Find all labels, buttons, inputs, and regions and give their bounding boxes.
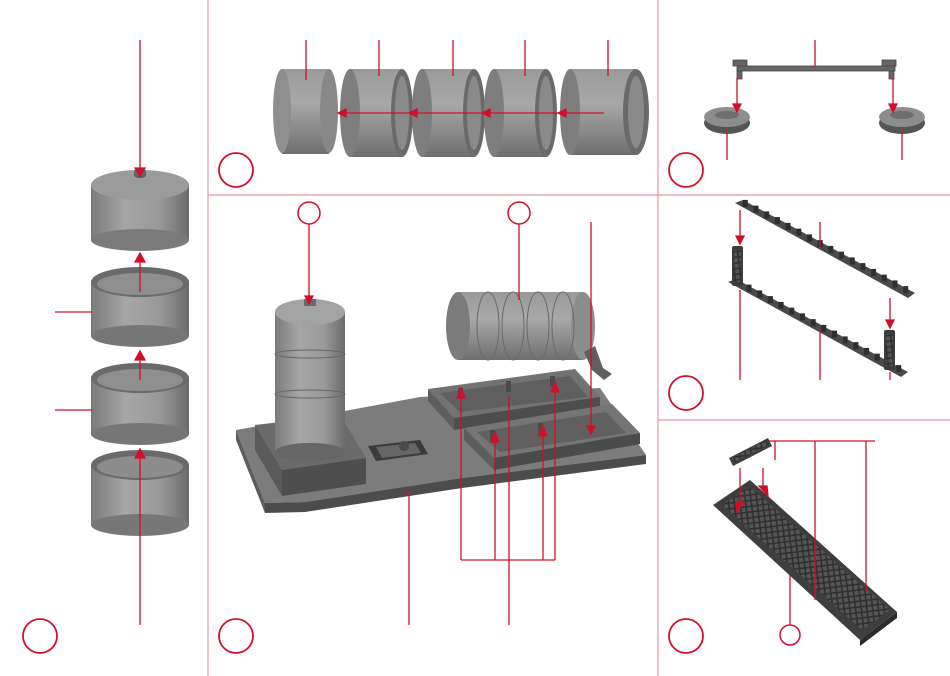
- step-circle-horizontal-tank-callout: [508, 202, 530, 224]
- rail-tooth: [754, 206, 759, 213]
- step-circle-tank-stack: [23, 619, 57, 653]
- step-circle-ring-row: [219, 153, 253, 187]
- rail-tooth: [828, 246, 833, 253]
- rail-tooth: [893, 280, 898, 287]
- rail-upper: [735, 200, 915, 298]
- rail-tooth: [871, 269, 876, 276]
- post-left: [732, 246, 743, 286]
- ring-1: [273, 69, 338, 154]
- rail-tooth: [850, 257, 855, 264]
- step-circle-walkway-callout: [780, 625, 800, 645]
- tank-cap: [91, 170, 189, 251]
- rail-tooth: [853, 342, 858, 349]
- horizontal-tank: [446, 292, 595, 360]
- rail-tooth: [860, 263, 865, 270]
- rail-tooth: [743, 200, 748, 207]
- rail-tooth: [843, 336, 848, 343]
- panel-ladder-rails: [669, 200, 915, 410]
- ring-5: [560, 69, 649, 155]
- step-circle-base-assembly: [219, 619, 253, 653]
- rail-tooth: [779, 302, 784, 309]
- walkway-end-piece: [729, 438, 772, 466]
- step-circle-ladder-rails: [669, 376, 703, 410]
- rail-tooth: [839, 252, 844, 259]
- rail-tooth: [789, 308, 794, 315]
- rail-tooth: [875, 354, 880, 361]
- rail-tooth: [811, 319, 816, 326]
- rail-tooth: [896, 365, 901, 372]
- rail-tooth: [786, 223, 791, 230]
- panel-pipe-bracket: [669, 40, 925, 187]
- panel-base-assembly: [219, 202, 646, 653]
- panel-walkway-grid: [669, 438, 897, 653]
- rail-tooth: [864, 348, 869, 355]
- step-circle-walkway-grid: [669, 619, 703, 653]
- foot-right: [879, 107, 925, 134]
- rail-tooth: [757, 290, 762, 297]
- post-right: [884, 330, 895, 370]
- rail-lower: [728, 279, 908, 377]
- rail-tooth: [903, 286, 908, 293]
- rail-tooth: [768, 296, 773, 303]
- rail-tooth: [882, 275, 887, 282]
- rail-tooth: [796, 229, 801, 236]
- support-bracket: [584, 346, 612, 380]
- rail-tooth: [832, 331, 837, 338]
- panel-tank-stack: [23, 40, 189, 653]
- rail-tooth: [821, 325, 826, 332]
- step-circle-pipe-bracket: [669, 153, 703, 187]
- rail-tooth: [775, 217, 780, 224]
- rail-tooth: [764, 211, 769, 218]
- step-circle-tank-callout: [298, 202, 320, 224]
- panel-ring-row: [219, 40, 649, 187]
- rail-tooth: [807, 234, 812, 241]
- rail-tooth: [747, 285, 752, 292]
- vertical-tank: [275, 299, 345, 461]
- rail-tooth: [800, 313, 805, 320]
- foot-left: [704, 107, 750, 134]
